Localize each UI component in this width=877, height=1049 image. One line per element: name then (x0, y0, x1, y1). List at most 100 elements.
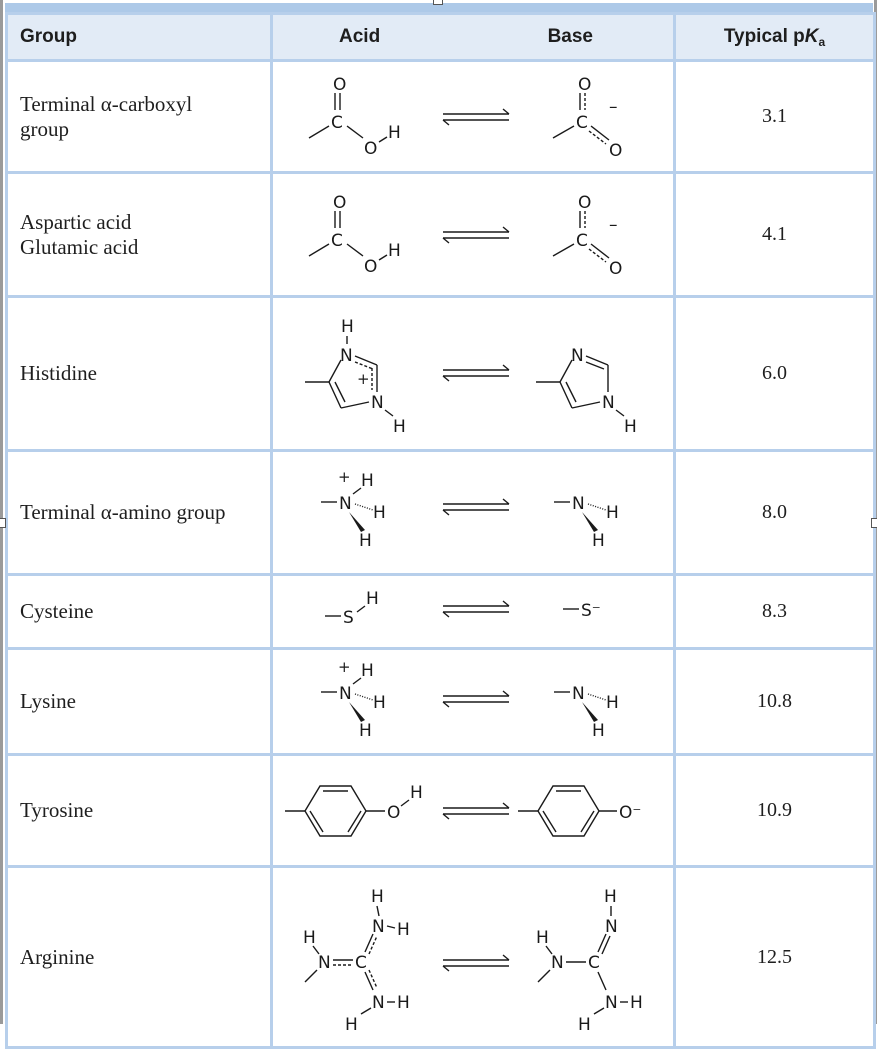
acid-structure-carboxylic-acid: O C O H (308, 75, 401, 159)
header-pka-prefix: Typical p (723, 25, 805, 47)
group-cell: Arginine (5, 865, 273, 1049)
svg-text:H: H (624, 417, 637, 437)
group-line: Terminal α-amino group (20, 500, 226, 524)
group-cell: Aspartic acid Glutamic acid (5, 171, 273, 298)
header-group-label: Group (20, 26, 77, 47)
svg-text:O: O (364, 139, 377, 159)
group-line: Glutamic acid (20, 234, 139, 259)
equilibrium-arrow-icon (442, 108, 510, 126)
base-structure-thiolate: S⁻ (563, 601, 601, 621)
svg-text:O: O (578, 193, 591, 213)
carboxyl-equilibrium-diagram: O C O H (308, 193, 622, 279)
pka-value: 10.9 (673, 753, 876, 868)
structure-cell: O C O H (270, 59, 676, 174)
group-line: Aspartic acid (20, 209, 132, 234)
group-line: group (20, 116, 69, 141)
svg-text:H: H (366, 589, 379, 609)
svg-text:H: H (606, 693, 619, 713)
base-structure-amine: N H H (554, 494, 619, 551)
svg-text:H: H (592, 721, 605, 741)
pka-value: 8.0 (673, 449, 876, 576)
svg-text:N: N (605, 993, 618, 1013)
equilibrium-arrow-icon (442, 498, 510, 516)
svg-text:S⁻: S⁻ (581, 601, 601, 621)
base-structure-carboxylate: O C O – (552, 75, 622, 161)
svg-text:+: + (338, 658, 351, 676)
base-structure-phenolate: O⁻ (518, 785, 641, 837)
svg-text:H: H (397, 920, 410, 940)
svg-text:H: H (373, 693, 386, 713)
svg-text:H: H (388, 123, 401, 143)
acid-structure-ammonium: + H N H H (321, 658, 386, 741)
group-line: Lysine (20, 689, 76, 713)
acid-structure-guanidinium: H N C N H H (303, 887, 410, 1035)
lysine-equilibrium-diagram: + H N H H (321, 658, 619, 741)
phenol-equilibrium-diagram: O H (285, 783, 641, 837)
table-row: Aspartic acid Glutamic acid O C O (5, 171, 876, 298)
pka-value: 3.1 (673, 59, 876, 174)
table-row: Lysine + H N H H (5, 647, 876, 756)
acid-structure-phenol: O H (285, 783, 423, 837)
svg-text:H: H (341, 317, 354, 337)
structure-cell: H N C N H H (270, 865, 676, 1049)
group-cell: Terminal α-amino group (5, 449, 273, 576)
svg-text:H: H (359, 531, 372, 551)
equilibrium-arrow-icon (442, 226, 510, 244)
structure-cell: S H S⁻ (270, 573, 676, 650)
resize-handle-left[interactable] (0, 518, 6, 528)
window-edge-right (874, 0, 877, 1024)
group-line: Arginine (20, 944, 95, 969)
acid-structure-thiol: S H (325, 589, 379, 628)
equilibrium-arrow-icon (442, 600, 510, 618)
svg-text:N: N (572, 684, 585, 704)
svg-text:H: H (578, 1015, 591, 1035)
group-cell: Histidine (5, 295, 273, 452)
svg-text:C: C (588, 953, 600, 973)
svg-text:N: N (571, 346, 584, 366)
svg-text:–: – (609, 215, 618, 235)
svg-text:O: O (387, 803, 400, 823)
svg-text:H: H (303, 928, 316, 948)
svg-text:S: S (343, 608, 354, 628)
base-structure-imidazole: N N H (536, 346, 637, 437)
base-structure-amine: N H H (554, 684, 619, 741)
svg-text:O: O (333, 75, 346, 95)
carboxyl-equilibrium-diagram: O C O H (308, 75, 622, 161)
svg-text:H: H (359, 721, 372, 741)
svg-text:H: H (606, 503, 619, 523)
header-acid-base: Acid Base (270, 12, 676, 62)
resize-handle-right[interactable] (871, 518, 877, 528)
structure-cell: O H (270, 753, 676, 868)
structure-cell: O C O H (270, 171, 676, 298)
svg-text:+: + (357, 370, 370, 388)
pka-value: 4.1 (673, 171, 876, 298)
group-cell: Terminal α-carboxyl group (5, 59, 273, 174)
header-pka: Typical pKa (673, 12, 876, 62)
group-cell: Cysteine (5, 573, 273, 650)
group-line: Terminal α-carboxyl (20, 91, 193, 116)
svg-text:H: H (361, 661, 374, 681)
acid-structure-imidazolium: H N N H + (305, 317, 406, 437)
header-acid: Acid (339, 26, 381, 47)
svg-text:H: H (361, 471, 374, 491)
resize-handle-top[interactable] (433, 0, 443, 5)
svg-text:H: H (592, 531, 605, 551)
svg-text:H: H (630, 993, 643, 1013)
svg-text:C: C (331, 231, 343, 251)
svg-text:H: H (373, 503, 386, 523)
base-structure-carboxylate: O C O – (552, 193, 622, 279)
svg-text:O: O (609, 141, 622, 161)
svg-text:H: H (393, 417, 406, 437)
svg-text:H: H (397, 993, 410, 1013)
table-row: Arginine H N C N H (5, 865, 876, 1049)
svg-text:N: N (602, 393, 615, 413)
svg-text:N: N (371, 393, 384, 413)
pka-table-container: Group Acid Base Typical pKa Terminal α-c… (5, 3, 876, 1049)
structure-cell: + H N H H (270, 647, 676, 756)
svg-text:N: N (372, 993, 385, 1013)
svg-text:H: H (345, 1015, 358, 1035)
header-pka-sub: a (818, 34, 826, 49)
svg-text:N: N (339, 684, 352, 704)
header-row: Group Acid Base Typical pKa (5, 12, 876, 62)
guanidinium-equilibrium-diagram: H N C N H H (303, 887, 643, 1035)
